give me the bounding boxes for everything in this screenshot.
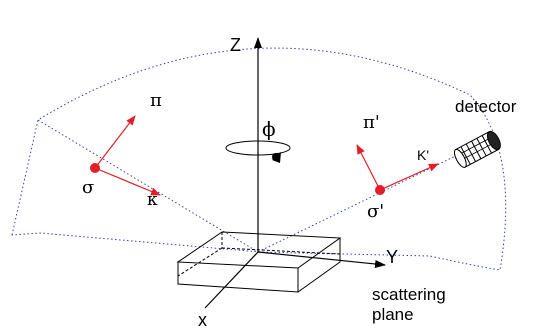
scattering-plane-outline: [11, 47, 507, 271]
y-axis: [257, 251, 386, 268]
y-axis-label: Y: [386, 247, 398, 267]
z-axis-label: Z: [230, 35, 241, 55]
pi-incident-label: π: [150, 90, 162, 111]
scattering-plane-label-line1: scattering: [372, 285, 446, 304]
pi-vector-scattered: [356, 144, 381, 191]
sample-slab: [176, 231, 342, 293]
phi-label: ϕ: [262, 117, 276, 141]
x-axis: [204, 251, 259, 309]
incident-beam-path: [37, 119, 259, 253]
rotation-arrow-icon: [225, 140, 291, 163]
scattering-plane-label-line2: plane: [372, 305, 414, 324]
sigma-point-scattered: [375, 185, 385, 195]
k-incident-label: κ: [147, 190, 158, 210]
scattered-beam-path: [257, 149, 469, 253]
detector-label: detector: [455, 97, 517, 116]
k-vector-incident: [94, 167, 161, 196]
sigma-incident-label: σ: [82, 177, 94, 198]
pi-vector-incident: [94, 115, 136, 169]
k-vector-scattered: [379, 163, 439, 191]
sigma-point-incident: [90, 163, 100, 173]
pi-scattered-label: π': [363, 112, 380, 133]
k-scattered-label: K': [417, 147, 429, 163]
x-axis-label: x: [198, 310, 207, 329]
detector-icon: [453, 130, 501, 168]
sigma-scattered-label: σ': [367, 201, 384, 222]
